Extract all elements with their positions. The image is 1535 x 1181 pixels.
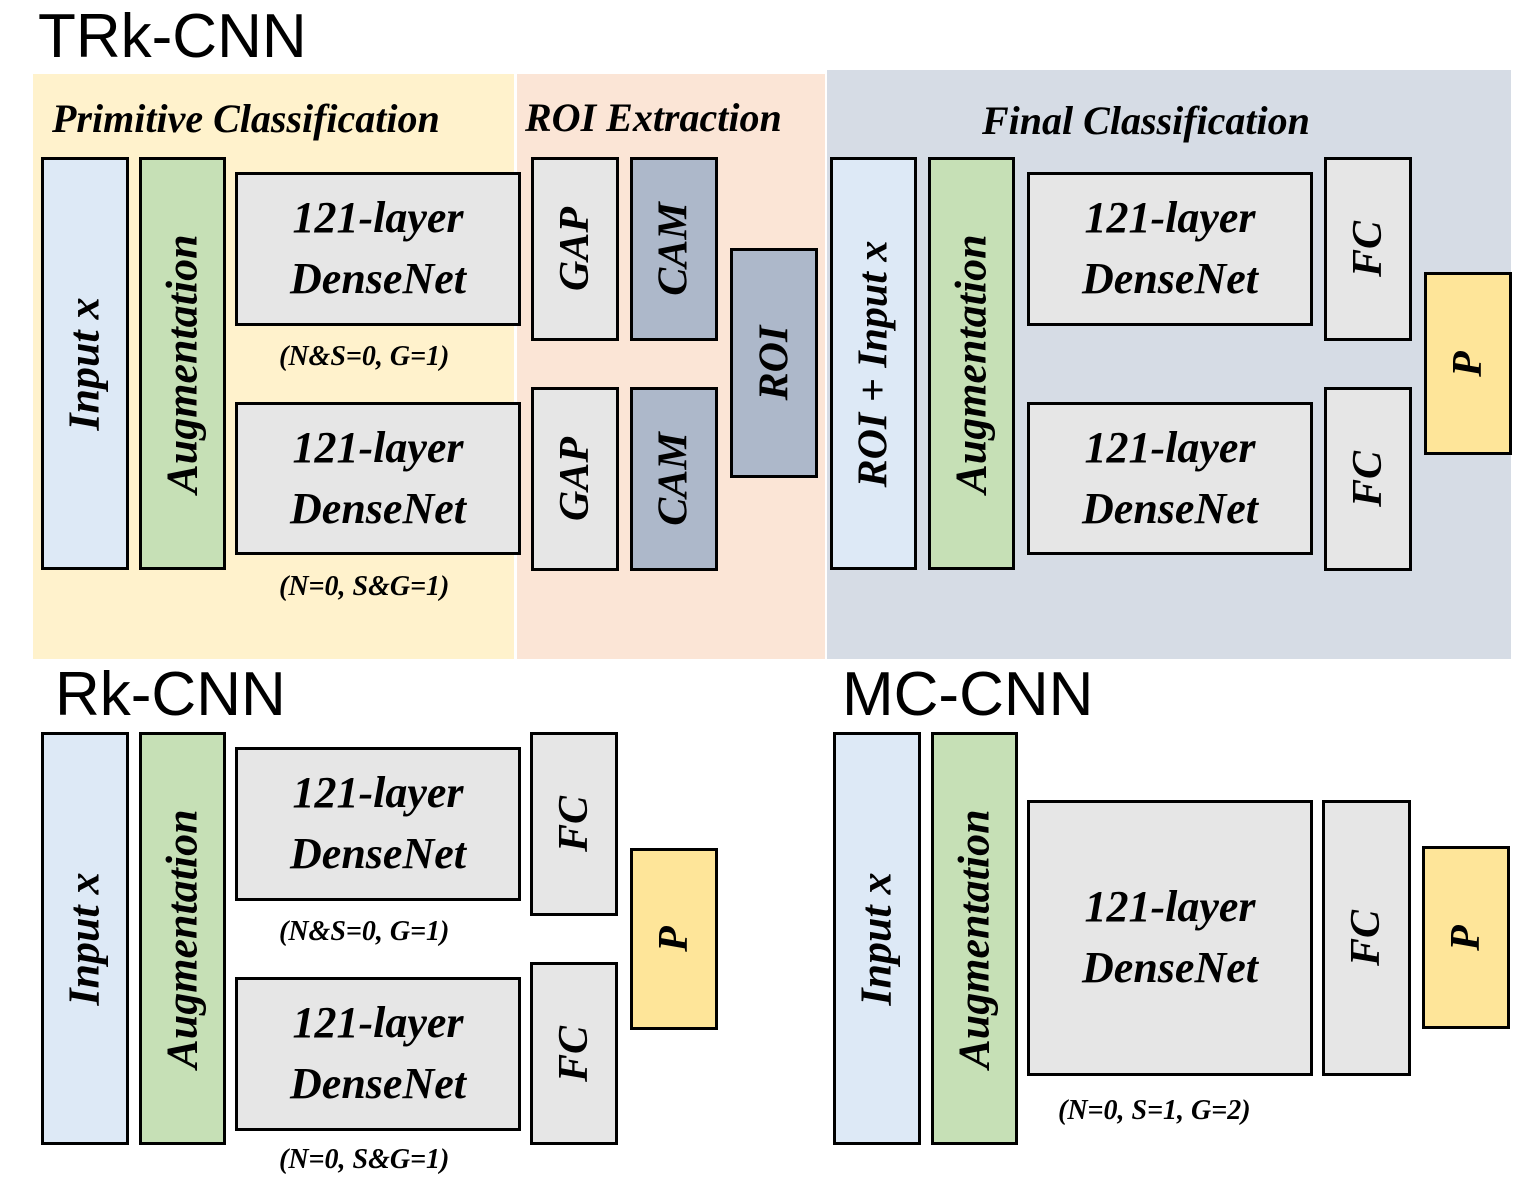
trk-fc-bottom-label: FC	[1345, 450, 1391, 508]
rk-densenet-top: 121-layer DenseNet	[235, 747, 521, 901]
rk-augmentation-block: Augmentation	[139, 732, 226, 1145]
mc-augmentation-block: Augmentation	[931, 732, 1018, 1145]
rk-densenet-bottom-line2: DenseNet	[290, 1059, 466, 1108]
trk-gap-top: GAP	[531, 157, 619, 341]
trk-densenet-bottom: 121-layer DenseNet	[235, 402, 521, 555]
trk-densenet-bottom-line1: 121-layer	[292, 422, 464, 472]
trk-final-densenet-bottom-line2: DenseNet	[1082, 483, 1258, 533]
trk-output-p-label: P	[1445, 350, 1491, 377]
final-classification-label: Final Classification	[982, 98, 1310, 143]
trk-gap-bottom-label: GAP	[552, 437, 598, 521]
rk-param-top: (N&S=0, G=1)	[279, 916, 450, 947]
rk-fc-top-label: FC	[551, 795, 597, 853]
rk-fc-top: FC	[530, 732, 618, 916]
mc-densenet-line1: 121-layer	[1084, 882, 1256, 932]
trk-fc-bottom: FC	[1324, 387, 1412, 571]
rk-densenet-bottom: 121-layer DenseNet	[235, 977, 521, 1131]
rk-param-bottom: (N=0, S&G=1)	[279, 1144, 450, 1175]
trk-gap-top-label: GAP	[552, 207, 598, 291]
trk-fc-top-label: FC	[1345, 220, 1391, 278]
mc-densenet: 121-layer DenseNet	[1027, 800, 1313, 1076]
trk-densenet-top-line1: 121-layer	[292, 193, 464, 243]
rk-cnn-title: Rk-CNN	[55, 660, 286, 729]
trk-roi-label: ROI	[750, 325, 797, 401]
mc-densenet-line2: DenseNet	[1082, 943, 1258, 992]
mc-cnn-title: MC-CNN	[842, 660, 1094, 729]
rk-densenet-bottom-line1: 121-layer	[292, 998, 464, 1048]
rk-fc-bottom-label: FC	[551, 1025, 597, 1082]
trk-augmentation-block: Augmentation	[139, 157, 226, 570]
mc-output-p-label: P	[1443, 924, 1489, 951]
mc-fc: FC	[1322, 800, 1411, 1076]
mc-input-block: Input x	[833, 732, 921, 1145]
rk-output-p: P	[630, 848, 718, 1030]
mc-augmentation-label: Augmentation	[949, 808, 999, 1069]
trk-final-augmentation-label: Augmentation	[946, 233, 996, 494]
trk-final-densenet-top: 121-layer DenseNet	[1027, 172, 1313, 326]
rk-input-label: Input x	[60, 871, 110, 1006]
mc-output-p: P	[1422, 846, 1510, 1029]
trk-cam-top-label: CAM	[651, 202, 697, 296]
rk-densenet-top-line2: DenseNet	[290, 829, 466, 878]
trk-roi-block: ROI	[730, 248, 818, 478]
rk-input-block: Input x	[41, 732, 129, 1145]
trk-output-p: P	[1424, 272, 1512, 455]
trk-cam-top: CAM	[630, 157, 718, 341]
trk-densenet-top-line2: DenseNet	[290, 254, 466, 303]
roi-extraction-label: ROI Extraction	[525, 95, 782, 140]
trk-final-densenet-top-line2: DenseNet	[1082, 254, 1258, 303]
trk-cam-bottom-label: CAM	[651, 432, 697, 526]
rk-augmentation-label: Augmentation	[157, 808, 207, 1069]
trk-gap-bottom: GAP	[531, 387, 619, 571]
trk-augmentation-label: Augmentation	[157, 233, 207, 494]
trk-input-block: Input x	[41, 157, 129, 570]
rk-fc-bottom: FC	[530, 962, 618, 1145]
trk-cnn-title: TRk-CNN	[38, 2, 307, 71]
rk-output-p-label: P	[651, 926, 697, 952]
trk-densenet-bottom-line2: DenseNet	[290, 483, 466, 533]
trk-param-top: (N&S=0, G=1)	[279, 341, 450, 372]
trk-input-label: Input x	[60, 296, 110, 431]
trk-final-densenet-bottom: 121-layer DenseNet	[1027, 402, 1313, 555]
trk-roi-input-label: ROI + Input x	[850, 240, 897, 487]
mc-input-label: Input x	[852, 871, 902, 1006]
trk-fc-top: FC	[1324, 157, 1412, 341]
trk-densenet-top: 121-layer DenseNet	[235, 172, 521, 326]
mc-fc-label: FC	[1343, 909, 1390, 967]
mc-param: (N=0, S=1, G=2)	[1058, 1095, 1251, 1126]
trk-final-densenet-bottom-line1: 121-layer	[1084, 422, 1256, 472]
trk-final-augmentation-block: Augmentation	[928, 157, 1015, 570]
primitive-classification-label: Primitive Classification	[52, 96, 440, 141]
trk-final-densenet-top-line1: 121-layer	[1084, 193, 1256, 243]
trk-roi-input-block: ROI + Input x	[830, 157, 917, 570]
rk-densenet-top-line1: 121-layer	[292, 768, 464, 818]
trk-cam-bottom: CAM	[630, 387, 718, 571]
trk-param-bottom: (N=0, S&G=1)	[279, 571, 450, 602]
